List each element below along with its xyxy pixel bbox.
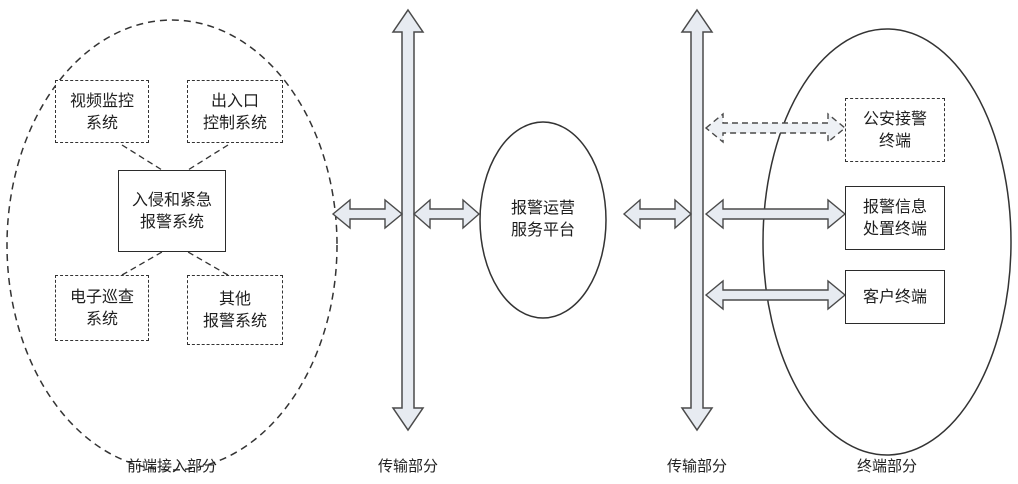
arrow-bus2-to-police — [704, 112, 847, 144]
electronic-patrol-box: 电子巡查 系统 — [55, 275, 149, 341]
connector-other-intrusion — [187, 251, 229, 276]
caption-terminal: 终端部分 — [856, 457, 917, 475]
connector-video-intrusion — [121, 144, 163, 171]
platform-label: 报警运营 服务平台 — [510, 198, 575, 239]
arrow-platform-to-bus2 — [622, 198, 693, 230]
other-alarm-box: 其他 报警系统 — [187, 275, 283, 345]
front-end-ellipse — [6, 19, 338, 471]
transmission-bus-1-arrow — [391, 8, 425, 432]
connector-access-intrusion — [187, 144, 229, 171]
arrow-front-to-bus1 — [331, 198, 404, 230]
info-terminal-box: 报警信息 处置终端 — [845, 186, 945, 250]
arrow-bus1-to-platform — [412, 198, 481, 230]
transmission-bus-2-arrow — [680, 8, 714, 432]
connector-patrol-intrusion — [121, 251, 163, 276]
platform-ellipse — [479, 121, 607, 319]
caption-transmission-2: 传输部分 — [666, 457, 727, 475]
intrusion-alarm-box: 入侵和紧急 报警系统 — [118, 170, 226, 252]
police-terminal-box: 公安接警 终端 — [845, 98, 945, 162]
caption-front-end: 前端接入部分 — [126, 457, 217, 475]
video-surveillance-box: 视频监控 系统 — [55, 80, 149, 143]
caption-transmission-1: 传输部分 — [377, 457, 438, 475]
customer-terminal-box: 客户终端 — [845, 270, 945, 324]
access-control-box: 出入口 控制系统 — [187, 80, 283, 143]
